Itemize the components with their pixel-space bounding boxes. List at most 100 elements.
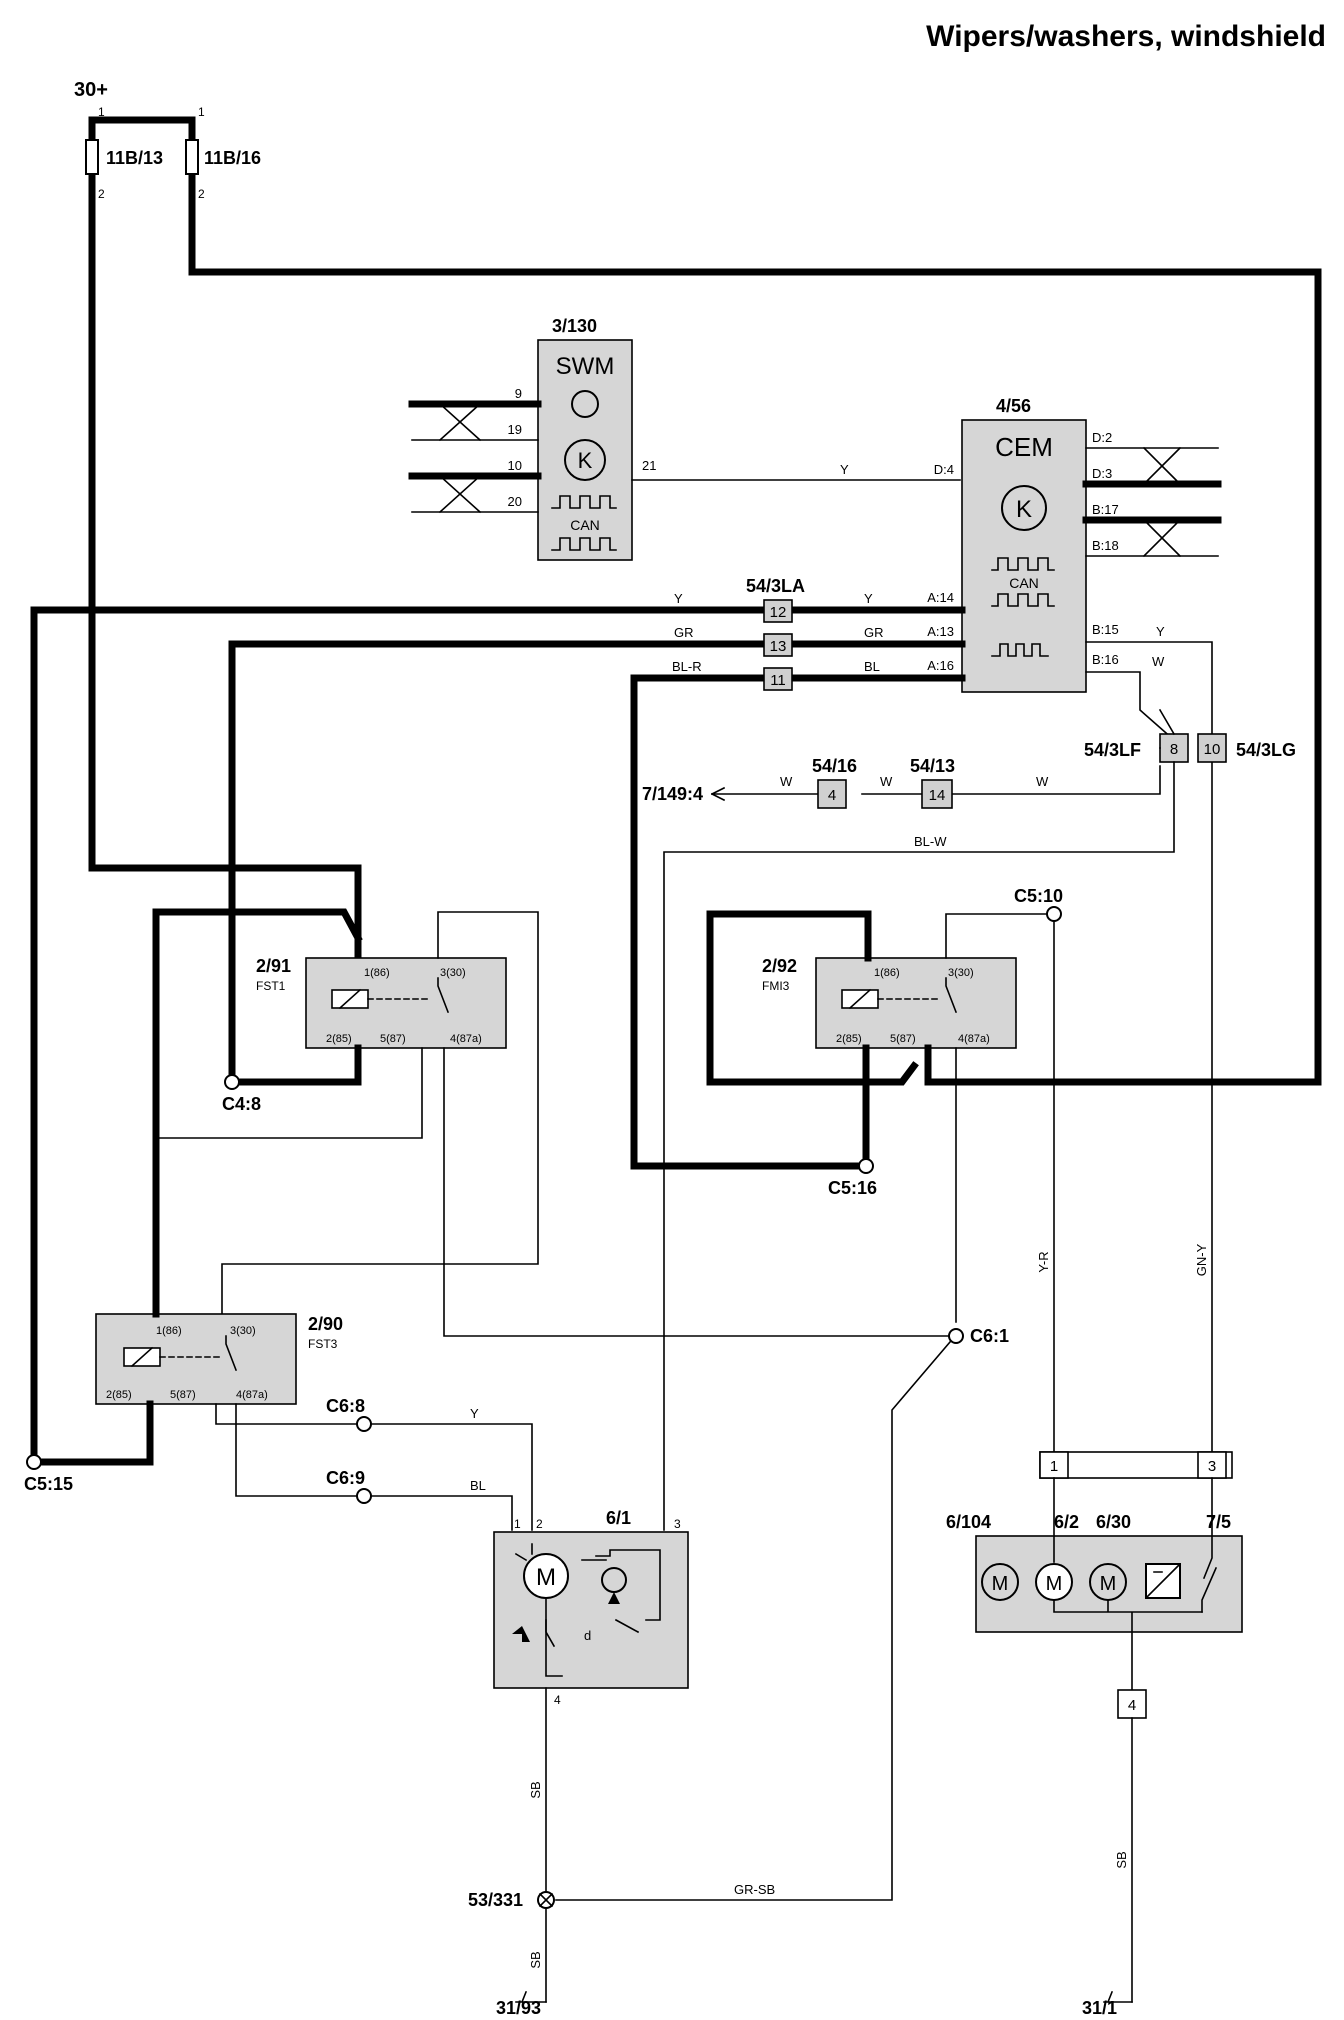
swm-pin: 20 bbox=[508, 494, 522, 509]
pin-number: 8 bbox=[1170, 741, 1178, 758]
wire-y-c6-8 bbox=[370, 1423, 533, 1531]
steering-wheel-icon bbox=[571, 390, 599, 418]
relay-pin: 1(86) bbox=[874, 967, 900, 979]
wire-bl-a16 bbox=[630, 674, 966, 1170]
fuse-11b16-label: 11B/16 bbox=[204, 148, 261, 168]
wire-color: W bbox=[880, 774, 893, 789]
wire-color: GR-SB bbox=[734, 1882, 775, 1897]
relay-2-91-30-wire bbox=[221, 911, 539, 1337]
relay-2-90-id: 2/90 bbox=[308, 1314, 343, 1334]
pulse-signal-icon bbox=[991, 643, 1049, 657]
connector-pin-13 bbox=[763, 633, 793, 657]
relay-pin: 5(87) bbox=[890, 1033, 916, 1045]
can-signal-icon bbox=[991, 593, 1055, 607]
wire-color: BL bbox=[470, 1478, 486, 1493]
wire-bl-w bbox=[663, 761, 1175, 1531]
node-c5-16 bbox=[858, 1158, 874, 1174]
level-sensor-diagonal bbox=[1144, 1562, 1182, 1600]
wire-w-to-54-13 bbox=[951, 708, 1176, 795]
component-6-30: 6/30 bbox=[1096, 1512, 1131, 1532]
wire-color: Y bbox=[470, 1406, 479, 1421]
cem-pin: B:16 bbox=[1092, 652, 1119, 667]
swm-module bbox=[537, 339, 633, 561]
connector-54-16-label: 54/16 bbox=[812, 756, 857, 776]
pump-ground-bus bbox=[1053, 1599, 1203, 1691]
component-6-104: 6/104 bbox=[946, 1512, 991, 1532]
fuse-11b13 bbox=[85, 139, 99, 175]
relay-2-91-87a-wire bbox=[443, 1047, 953, 1337]
can-signal-icon bbox=[551, 495, 617, 509]
wiper-motor-6-1 bbox=[493, 1531, 689, 1689]
wire-color: SB bbox=[1114, 1851, 1129, 1868]
fuse-pin: 2 bbox=[98, 187, 105, 201]
node-c6-8-label: C6:8 bbox=[326, 1396, 365, 1416]
ground-symbol bbox=[1103, 1990, 1133, 2004]
pump-wire-3 bbox=[1202, 1477, 1213, 1580]
relay-2-91-id: 2/91 bbox=[256, 956, 291, 976]
relay-pin: 5(87) bbox=[380, 1033, 406, 1045]
level-switch bbox=[1201, 1566, 1218, 1613]
cem-pin: A:14 bbox=[927, 590, 954, 605]
relay-pin: 3(30) bbox=[440, 967, 466, 979]
diagram-title: Wipers/washers, windshield bbox=[926, 20, 1326, 53]
twisted-pair bbox=[438, 402, 482, 514]
relay-switch bbox=[225, 1335, 238, 1372]
relay-switch bbox=[945, 977, 958, 1014]
connector-pin-12 bbox=[763, 599, 793, 623]
motor-d: d bbox=[584, 1628, 591, 1643]
fuse-pin: 1 bbox=[198, 105, 205, 119]
splice-cross bbox=[538, 1892, 554, 1908]
ground-31-1-label: 31/1 bbox=[1082, 1998, 1117, 2018]
cem-name: CEM bbox=[995, 432, 1053, 462]
cem-can: CAN bbox=[1009, 575, 1039, 591]
node-c5-16-label: C5:16 bbox=[828, 1178, 877, 1198]
relay-2-90-name: FST3 bbox=[308, 1337, 338, 1351]
relay-pin: 1(86) bbox=[156, 1325, 182, 1337]
cem-id: 4/56 bbox=[996, 396, 1031, 416]
pin-number: 4 bbox=[828, 787, 836, 804]
wire-color: BL-R bbox=[672, 659, 702, 674]
wire-bl-c6-9 bbox=[370, 1495, 513, 1531]
cem-pin: D:4 bbox=[934, 462, 954, 477]
swm-pin: 10 bbox=[508, 458, 522, 473]
node-c5-15 bbox=[26, 1454, 42, 1470]
control-unit-icon bbox=[1001, 485, 1047, 531]
connector-pin-14 bbox=[921, 779, 953, 809]
relay-pin: 5(87) bbox=[170, 1389, 196, 1401]
pin-number: 3 bbox=[1208, 1458, 1216, 1475]
pin-number: 10 bbox=[1204, 741, 1221, 758]
wire-color: GR bbox=[864, 625, 884, 640]
wire-color: GR bbox=[674, 625, 694, 640]
node-c5-15-label: C5:15 bbox=[24, 1474, 73, 1494]
component-6-2: 6/2 bbox=[1054, 1512, 1079, 1532]
motor-pin: 1 bbox=[514, 1517, 521, 1531]
wire-color: Y-R bbox=[1036, 1251, 1051, 1272]
connector-54-3lg-label: 54/3LG bbox=[1236, 740, 1296, 760]
can-signal-icon bbox=[551, 537, 617, 551]
cem-pin: B:18 bbox=[1092, 538, 1119, 553]
cem-pin: A:16 bbox=[927, 658, 954, 673]
pump-connector-pin-1 bbox=[1039, 1451, 1069, 1479]
swm-pin: 19 bbox=[508, 422, 522, 437]
node-c5-10-label: C5:10 bbox=[1014, 886, 1063, 906]
connector-pin-4 bbox=[817, 779, 847, 809]
cem-pin: B:15 bbox=[1092, 622, 1119, 637]
relay-coil-slash bbox=[130, 1346, 154, 1368]
motor-pin: 3 bbox=[674, 1517, 681, 1531]
motor-m: M bbox=[1046, 1573, 1063, 1595]
connector-7-149-label: 7/149:4 bbox=[642, 784, 703, 804]
node-c4-8 bbox=[224, 1074, 240, 1090]
fuse-11b13-label: 11B/13 bbox=[106, 148, 163, 168]
relay-2-90-87-wire bbox=[215, 1403, 359, 1497]
wire-gny-b15 bbox=[1085, 641, 1213, 1461]
motor-icon bbox=[981, 1563, 1019, 1601]
node-c6-1-label: C6:1 bbox=[970, 1326, 1009, 1346]
connector-54-3la-label: 54/3LA bbox=[746, 576, 805, 596]
node-c5-10 bbox=[1046, 906, 1062, 922]
cem-pin: B:17 bbox=[1092, 502, 1119, 517]
wire-color: Y bbox=[840, 462, 849, 477]
control-unit-icon bbox=[564, 439, 606, 481]
motor-m: M bbox=[992, 1573, 1009, 1595]
motor-pin: 4 bbox=[554, 1693, 561, 1707]
swm-k: K bbox=[578, 448, 593, 473]
